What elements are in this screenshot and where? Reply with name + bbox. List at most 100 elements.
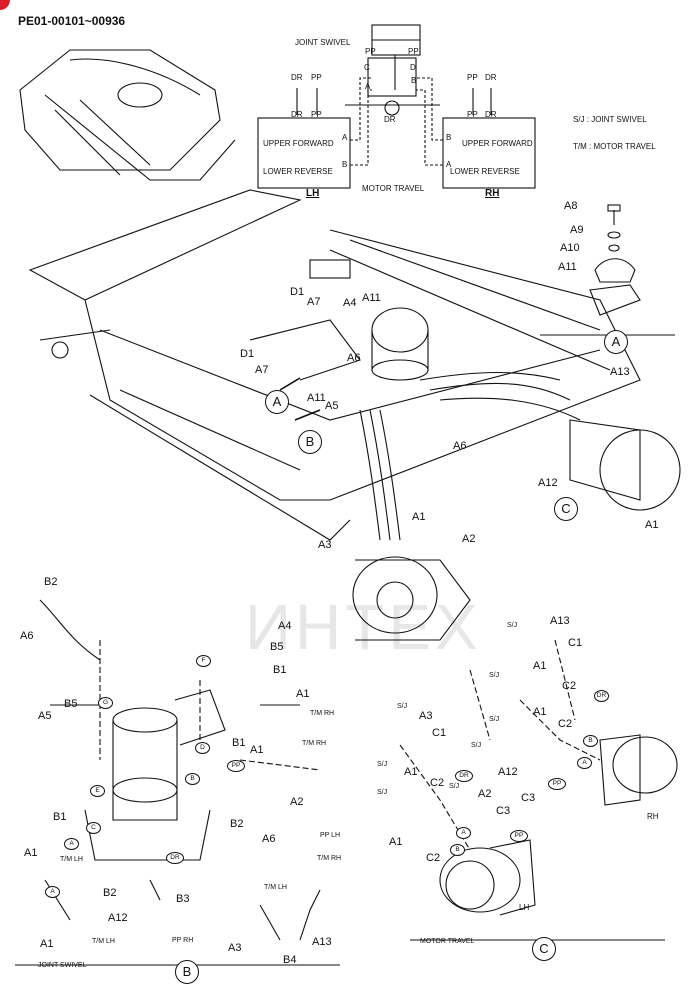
c-c1-low: C1 [432,727,447,739]
b-tm-lh-bottom: T/M LH [92,938,115,945]
detail-a-a11: A11 [558,261,577,273]
detail-a-a9: A9 [570,224,584,236]
c-c2-top: C2 [562,680,577,692]
port-tag-d: D [195,742,210,754]
b-a1-bottom: A1 [40,938,54,950]
b-b2-mid: B2 [230,818,244,830]
b-b4: B4 [283,954,297,966]
c-sj-5: S/J [397,703,408,710]
sch-lh-port-a: A [342,133,348,142]
c-sj-3: S/J [489,716,500,723]
hydraulic-schematic [257,24,536,189]
b-b1-left: B1 [53,811,67,823]
b-b5-left: B5 [64,698,78,710]
c-rh: RH [647,812,659,821]
port-tag-a-low: A [45,886,60,898]
sch-motor-travel: MOTOR TRAVEL [362,184,425,193]
port-tag-pp: PP [227,760,245,772]
c-port-tag-pp2: PP [510,830,528,842]
detail-b-marker: B [298,430,322,454]
callout-a1-right: A1 [645,519,659,531]
callout-a1-center: A1 [412,511,426,523]
b-a6-low: A6 [262,833,276,845]
c-a1-mid: A1 [533,706,547,718]
callout-a3: A3 [318,539,332,551]
c-c2-low: C2 [430,777,445,789]
sch-dr-center: DR [384,115,396,124]
c-c2-mid: C2 [558,718,573,730]
detail-c-sketch [399,639,678,941]
b-b2-top: B2 [44,576,58,588]
b-b1-mid: B1 [232,737,246,749]
sch-port-b: B [411,76,417,85]
detail-c-marker: C [554,497,578,521]
b-a12: A12 [108,912,128,924]
c-c3-low: C3 [496,805,511,817]
c-sj-8: S/J [377,789,388,796]
c-sj-1: S/J [507,622,518,629]
callout-a11-top: A11 [362,292,381,304]
c-sj-4: S/J [471,742,482,749]
detail-b-sketch [15,599,340,966]
callout-a7-mid: A7 [255,364,269,376]
b-pp-rh: PP RH [172,937,194,944]
port-tag-a: A [64,838,79,850]
c-a3: A3 [419,710,433,722]
callout-d1-mid: D1 [240,348,255,360]
port-tag-f: F [196,655,211,667]
callout-a6-mid: A6 [347,352,361,364]
port-tag-b: B [185,773,200,785]
b-a3: A3 [228,942,242,954]
c-c1-top: C1 [568,637,583,649]
sch-port-c: C [364,63,370,72]
b-tm-rh-mid: T/M RH [302,740,327,747]
port-tag-dr: DR [166,852,184,864]
corner-mark [0,0,10,10]
b-a13: A13 [312,936,332,948]
c-sj-6: S/J [377,761,388,768]
sch-pp-right: PP [408,47,419,56]
callout-a6-low: A6 [453,440,467,452]
sch-dr-rh2: DR [485,110,497,119]
c-title: MOTOR TRAVEL [420,938,475,945]
sch-lower-reverse-lh: LOWER REVERSE [263,167,333,176]
b-b3: B3 [176,893,190,905]
port-tag-c: C [86,822,101,834]
b-tm-rh-top: T/M RH [310,710,335,717]
sch-lh: LH [306,188,320,199]
sch-pp-left: PP [365,47,376,56]
c-c2-bottom: C2 [426,852,441,864]
callout-a7-top: A7 [307,296,321,308]
c-lh: LH [519,903,530,912]
b-a2: A2 [290,796,304,808]
callout-a13: A13 [610,366,630,378]
sch-pp-rh2: PP [467,110,478,119]
sch-dr-rh: DR [485,73,497,82]
c-a12: A12 [498,766,518,778]
sch-rh-port-b: B [446,133,452,142]
b-title-marker: B [175,960,199,984]
b-a1-top: A1 [296,688,310,700]
sch-pp-lh2: PP [311,110,322,119]
sch-pp-rh: PP [467,73,478,82]
callout-a5: A5 [325,400,339,412]
b-b1-top: B1 [273,664,287,676]
callout-a4: A4 [343,297,357,309]
legend-sj: S/J : JOINT SWIVEL [573,115,647,124]
b-a1-mid: A1 [250,744,264,756]
sch-dr-lh: DR [291,73,303,82]
document-id: PE01-00101~00936 [18,14,126,28]
c-port-tag-b2: B [450,844,465,856]
c-a2: A2 [478,788,492,800]
c-port-tag-b: B [583,735,598,747]
c-a13: A13 [550,615,570,627]
c-sj-2: S/J [489,672,500,679]
sch-rh: RH [485,188,500,199]
b-a6-top: A6 [20,630,34,642]
sch-rh-port-a: A [446,160,452,169]
detail-a-title-marker: A [604,330,628,354]
legend-tm: T/M : MOTOR TRAVEL [573,142,656,151]
overview-sketch [19,49,236,181]
port-tag-e: E [90,785,105,797]
c-port-tag-dr: DR [594,690,609,702]
